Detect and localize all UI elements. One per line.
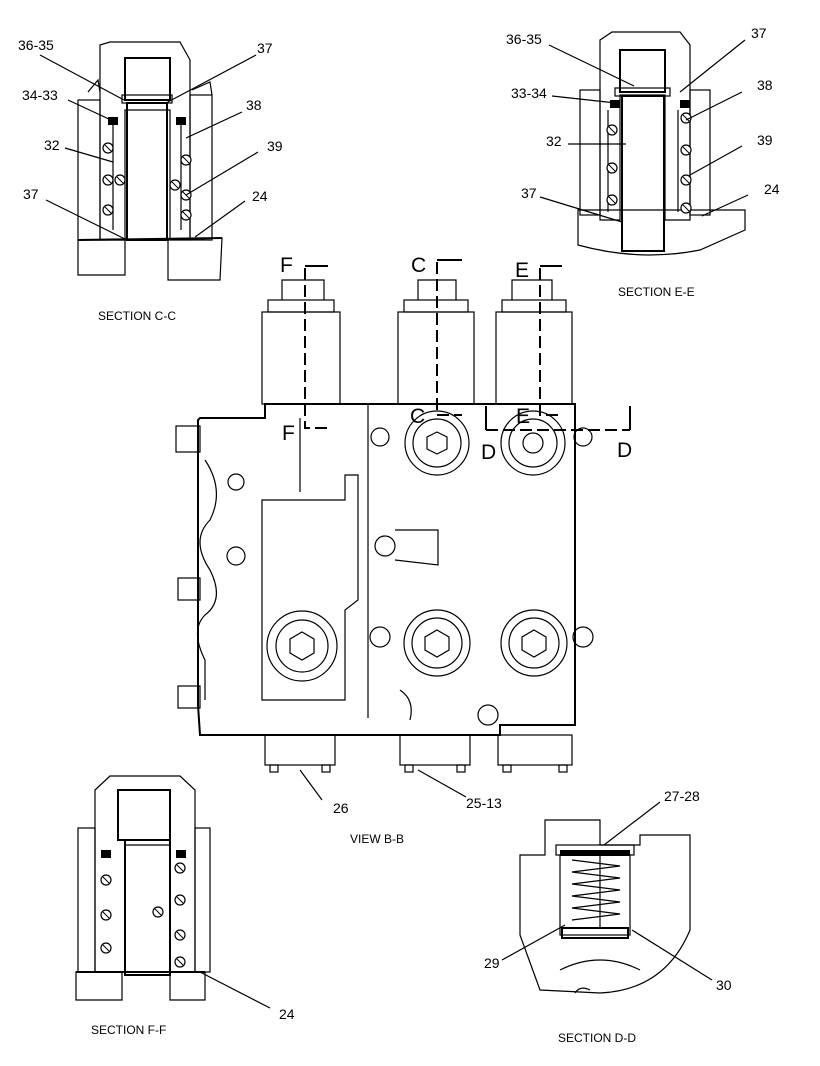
section-dd-caption: SECTION D-D (558, 1031, 636, 1045)
cc-callout-39: 39 (267, 138, 283, 154)
cut-letter-f-bottom: F (282, 422, 295, 445)
dd-callout-29: 29 (484, 955, 500, 971)
ee-callout-32: 32 (546, 133, 562, 149)
section-cc-caption: SECTION C-C (98, 309, 176, 323)
view-bb-drawing (175, 259, 631, 801)
bb-callout-25-13: 25-13 (466, 795, 502, 811)
cut-letter-c-top: C (411, 254, 426, 277)
ee-callout-36-35: 36-35 (506, 31, 542, 47)
cc-callout-38: 38 (246, 97, 262, 113)
section-cc-drawing (39, 41, 259, 281)
section-ff-drawing (75, 775, 271, 1009)
ee-callout-38: 38 (757, 77, 773, 93)
ee-callout-37-bottom: 37 (521, 185, 537, 201)
cc-callout-37-top: 37 (257, 40, 273, 56)
ee-callout-24: 24 (764, 181, 780, 197)
dd-callout-27-28: 27-28 (664, 788, 700, 804)
view-bb-caption: VIEW B-B (350, 832, 404, 846)
cc-callout-36-35: 36-35 (18, 37, 54, 53)
cut-letter-e-top: E (515, 259, 529, 282)
section-ee-drawing (539, 31, 749, 256)
section-ff-caption: SECTION F-F (91, 1023, 166, 1037)
ee-callout-37-top: 37 (751, 25, 767, 41)
ee-callout-39: 39 (757, 132, 773, 148)
cc-callout-34-33: 34-33 (22, 87, 58, 103)
cut-letter-f-top: F (280, 254, 293, 277)
cc-callout-37-bottom: 37 (23, 186, 39, 202)
section-ee-caption: SECTION E-E (618, 285, 695, 299)
ee-callout-33-34: 33-34 (511, 85, 547, 101)
cut-letter-d-left: D (481, 441, 496, 464)
bb-callout-26: 26 (333, 800, 349, 816)
cut-letter-e-bottom: E (516, 405, 530, 428)
cut-letter-c-bottom: C (410, 405, 425, 428)
ff-callout-24: 24 (279, 1006, 295, 1022)
cc-callout-24: 24 (252, 188, 268, 204)
cut-letter-d-right: D (617, 439, 632, 462)
dd-callout-30: 30 (716, 977, 732, 993)
cc-callout-32: 32 (44, 137, 60, 153)
section-dd-drawing (501, 801, 713, 994)
